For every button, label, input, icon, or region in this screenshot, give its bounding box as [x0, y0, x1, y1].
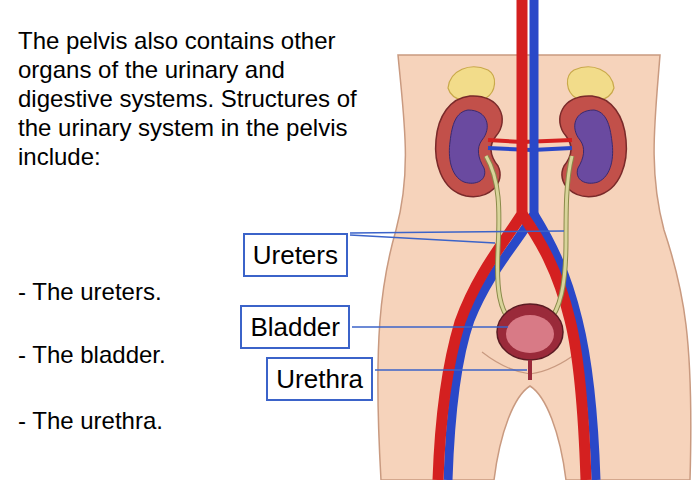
- ureter: [548, 156, 572, 322]
- list-item: - The urethra.: [18, 406, 163, 435]
- leader-line: [350, 231, 564, 233]
- leader-line: [352, 326, 508, 328]
- aorta: [438, 0, 586, 480]
- ureter: [486, 156, 512, 322]
- part-label: Ureters: [253, 240, 338, 270]
- leader-line: [375, 369, 527, 371]
- bladder: [506, 315, 554, 353]
- ureter: [486, 156, 572, 322]
- intro-text: The pelvis also contains other organs of…: [18, 26, 363, 171]
- ureter: [486, 156, 512, 322]
- ureter: [548, 156, 572, 322]
- part-label: Bladder: [250, 312, 340, 342]
- label-box: Urethra: [266, 357, 373, 401]
- kidney: [575, 110, 613, 183]
- part-label: Urethra: [276, 364, 363, 394]
- leader-line: [350, 235, 495, 243]
- label-box: Bladder: [240, 305, 350, 349]
- bladder: [497, 304, 563, 380]
- list-item: - The ureters.: [18, 277, 162, 306]
- kidney: [449, 110, 487, 183]
- bladder: [528, 360, 532, 380]
- list-item: - The bladder.: [18, 340, 166, 369]
- bladder: [497, 304, 563, 360]
- label-box: Ureters: [243, 233, 348, 277]
- leader-line: [350, 231, 564, 370]
